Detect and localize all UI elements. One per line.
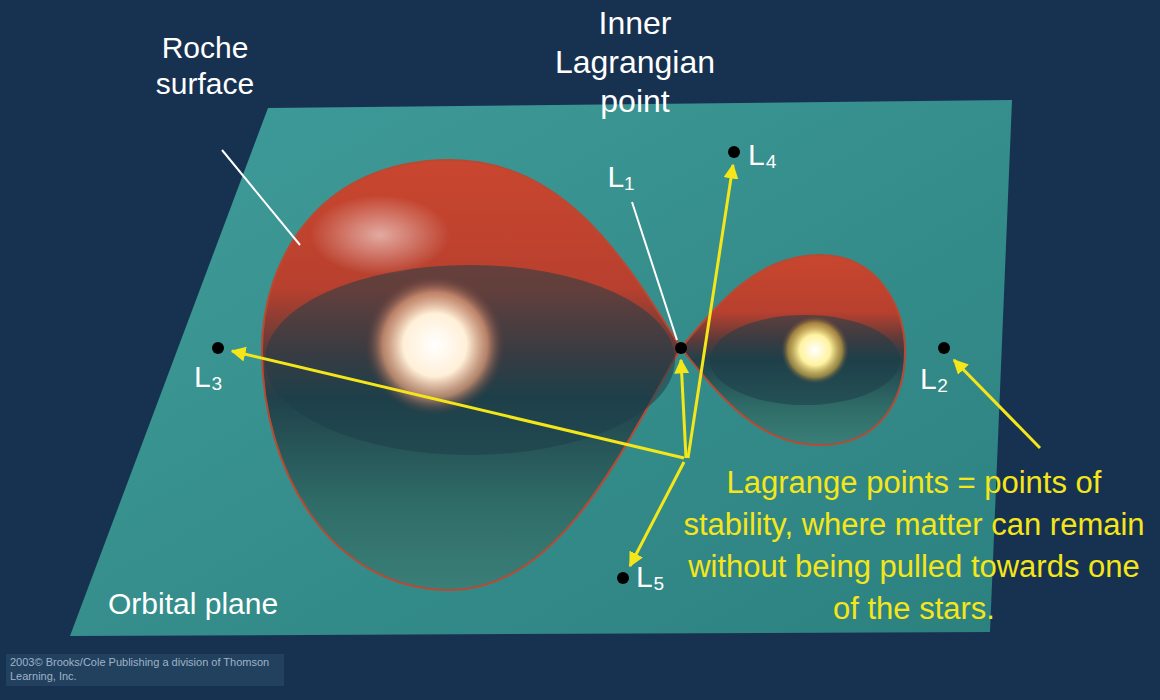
star	[781, 316, 849, 384]
point-label: L₃	[194, 360, 244, 393]
point-label: L₁	[596, 160, 646, 193]
point-label: L₂	[920, 362, 970, 395]
lagrange-point	[728, 146, 740, 158]
lagrange-point	[938, 342, 950, 354]
point-label: L₄	[748, 138, 798, 171]
leader-line	[222, 150, 300, 245]
part-name: Orbital plane	[108, 586, 348, 622]
highlight	[310, 195, 450, 275]
pointer-arrows	[232, 165, 1040, 566]
point-label: L₅	[636, 560, 676, 593]
lagrange-point	[617, 572, 629, 584]
lobe-interior	[710, 315, 900, 405]
watermark: 2003© Brooks/Cole Publishing a division …	[6, 654, 284, 686]
star	[365, 275, 505, 415]
note: Lagrange points = points of stability, w…	[680, 462, 1148, 629]
lobe-interior	[265, 265, 675, 455]
part-name: Roche surface	[120, 30, 290, 102]
lagrange-point	[212, 342, 224, 354]
leader-line	[632, 202, 677, 340]
roche-lobe	[262, 160, 681, 590]
part-name: Inner Lagrangian point	[525, 4, 745, 121]
lagrange-point	[675, 342, 687, 354]
